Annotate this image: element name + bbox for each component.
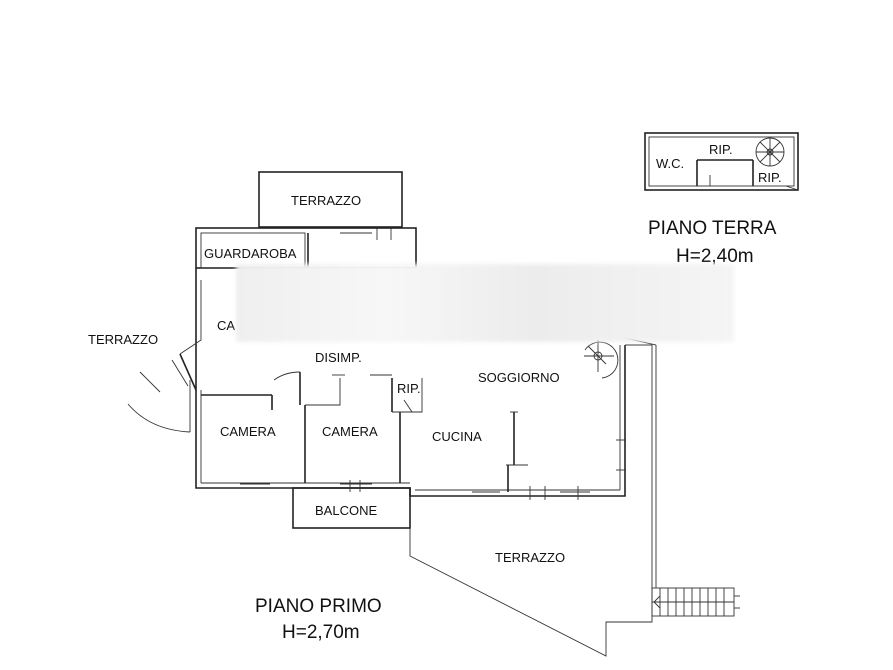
room-label-soggiorno: SOGGIORNO — [478, 370, 560, 385]
room-label-wc: W.C. — [656, 156, 684, 171]
spiral-stair-first-icon — [584, 340, 619, 379]
ground-floor-height: H=2,40m — [676, 246, 754, 267]
room-label-rip: RIP. — [397, 381, 421, 396]
room-label-rip-bottom: RIP. — [758, 170, 782, 185]
first-floor-title: PIANO PRIMO — [255, 596, 382, 617]
first-floor-height: H=2,70m — [282, 622, 360, 643]
terrace-top — [258, 171, 403, 228]
room-label-guardaroba: GUARDAROBA — [204, 246, 297, 261]
room-label-camera-left: CAMERA — [220, 424, 276, 439]
ground-floor-plan: W.C. RIP. RIP. PIANO TERRA H=2,40m — [644, 132, 799, 267]
room-label-terrazzo-top: TERRAZZO — [291, 193, 361, 208]
room-label-camera-right: CAMERA — [322, 424, 378, 439]
terrace-bottom-outline — [409, 344, 653, 657]
spiral-stair-ground-icon — [755, 137, 785, 167]
ground-floor-title: PIANO TERRA — [648, 218, 777, 239]
ground-floor-outline — [644, 132, 799, 191]
room-label-disimp: DISIMP. — [315, 350, 362, 365]
room-label-rip-top: RIP. — [709, 142, 733, 157]
external-staircase-icon — [651, 587, 740, 617]
room-label-camera-partial: CA — [217, 318, 235, 333]
room-label-balcone: BALCONE — [315, 503, 377, 518]
room-label-terrazzo-left: TERRAZZO — [88, 332, 158, 347]
room-label-cucina: CUCINA — [432, 429, 482, 444]
room-label-terrazzo-bottom: TERRAZZO — [495, 550, 565, 565]
blurred-redaction — [236, 264, 734, 342]
first-floor-plan: TERRAZZO GUARDAROBA CA TERRAZZO DISIMP. … — [88, 171, 740, 657]
balcony — [292, 487, 411, 529]
